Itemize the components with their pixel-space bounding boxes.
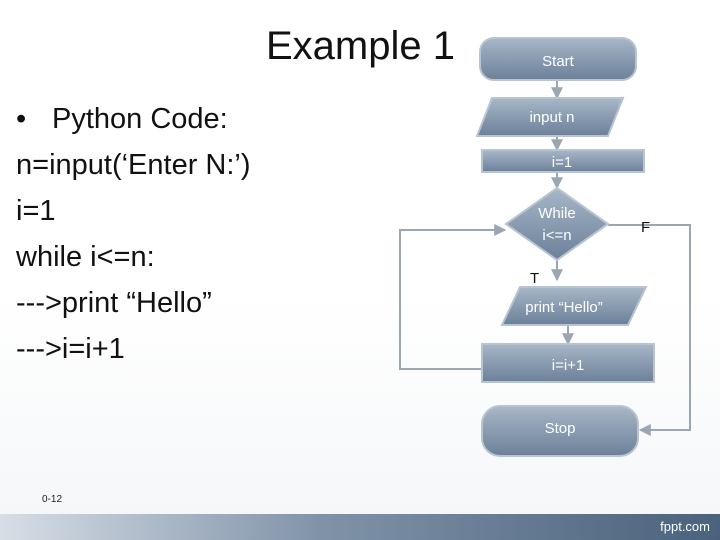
increment-node: i=i+1 [481, 343, 655, 383]
input-label: input n [529, 109, 574, 126]
flow-edges [399, 80, 691, 436]
code-line-3: i=1 [16, 195, 56, 227]
condition-node: While i<=n [504, 186, 610, 262]
slide-title: Example 1 [266, 24, 455, 68]
print-label: print “Hello” [525, 299, 603, 316]
input-node: input n [475, 97, 625, 137]
code-line-1: •Python Code: [16, 96, 336, 142]
slide-number: 0-12 [42, 494, 63, 505]
start-node: Start [479, 37, 637, 81]
init-label: i=1 [552, 154, 572, 171]
edge-cond-stop [608, 224, 691, 436]
code-block: •Python Code: n=input(‘Enter N:’) i=1 wh… [16, 96, 336, 372]
init-node: i=1 [481, 149, 645, 173]
true-label: T [530, 270, 539, 287]
code-line-4: while i<=n: [16, 241, 155, 273]
print-node: print “Hello” [500, 286, 648, 326]
bullet-icon: • [16, 103, 27, 135]
condition-line1: While [538, 205, 576, 222]
stop-node: Stop [481, 405, 639, 457]
code-line-6: --->i=i+1 [16, 333, 125, 365]
footer-brand: fppt.com [660, 519, 710, 534]
edge-loop-back [399, 224, 507, 370]
code-line-5: --->print “Hello” [16, 287, 212, 319]
start-label: Start [542, 53, 575, 70]
footer-bar: fppt.com [0, 514, 720, 540]
condition-line2: i<=n [542, 227, 571, 244]
stop-label: Stop [545, 420, 576, 437]
increment-label: i=i+1 [552, 357, 585, 374]
code-line-2: n=input(‘Enter N:’) [16, 149, 251, 181]
false-label: F [641, 219, 650, 236]
